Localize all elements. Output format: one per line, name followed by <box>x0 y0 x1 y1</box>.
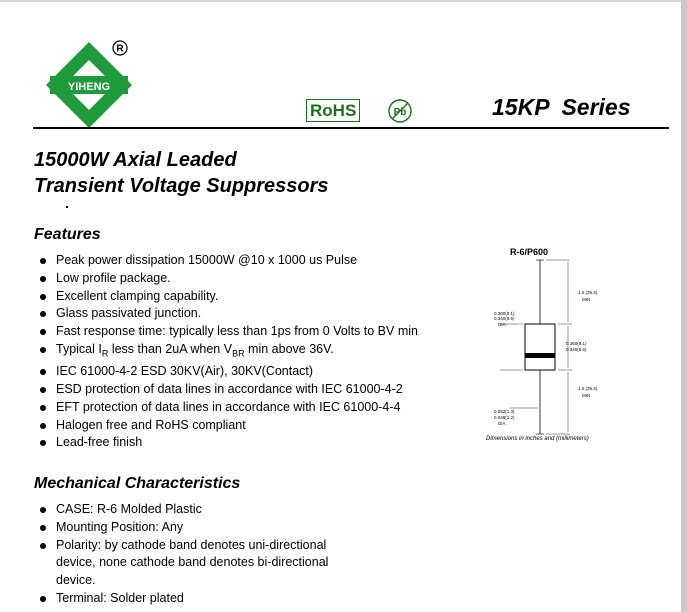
yiheng-logo: YIHENG <box>46 42 132 128</box>
subscript-r: R <box>101 348 109 359</box>
package-name: R-6/P600 <box>510 247 549 257</box>
feature-item: EFT protection of data lines in accordan… <box>40 399 418 417</box>
lead-diameter-1: 0.052(1.3) <box>494 409 515 414</box>
feature-item: Halogen free and RoHS compliant <box>40 417 418 435</box>
dimensions-caption: Dimensions in inches and (millimeters) <box>486 436 589 442</box>
mechanical-item: Polarity: by cathode band denotes uni-di… <box>40 537 328 555</box>
mechanical-heading: Mechanical Characteristics <box>34 475 241 492</box>
mechanical-item: Mounting Position: Any <box>40 519 328 537</box>
lead-length-top: 1.0 (25.4) <box>578 290 598 295</box>
body-length-2: 0.340(8.6) <box>566 347 587 352</box>
body-diameter-2: 0.340(8.6) <box>494 316 515 321</box>
pb-free-icon: Pb <box>388 99 412 123</box>
body-length-1: 0.360(9.1) <box>566 341 587 346</box>
feature-item: Lead-free finish <box>40 434 418 452</box>
feature-item: ESD protection of data lines in accordan… <box>40 381 418 399</box>
feature-text: min above 36V. <box>244 341 334 356</box>
lead-diameter-label: DIA. <box>498 421 507 426</box>
logo-text: YIHENG <box>68 81 110 93</box>
product-title-line-1: 15000W Axial Leaded <box>34 149 237 171</box>
page-right-edge <box>681 0 687 612</box>
subscript-br: BR <box>232 348 245 359</box>
registered-icon: R <box>112 40 128 56</box>
features-heading: Features <box>34 226 101 243</box>
lead-diameter-2: 0.048(1.2) <box>494 415 515 420</box>
feature-item: Glass passivated junction. <box>40 305 418 323</box>
lead-min-bottom: MIN. <box>582 393 592 398</box>
stray-dot <box>66 206 68 208</box>
feature-text: less than 2uA when V <box>108 341 233 356</box>
lead-length-bottom: 1.0 (25.4) <box>578 386 598 391</box>
feature-item: Peak power dissipation 15000W @10 x 1000… <box>40 252 418 270</box>
mechanical-item-continuation: device, none cathode band denotes bi-dir… <box>56 555 329 570</box>
feature-item: Fast response time: typically less than … <box>40 323 418 341</box>
mechanical-item-continuation: device. <box>56 573 96 588</box>
series-title: 15KP Series <box>492 94 631 120</box>
body-diameter-label: DIA. <box>498 322 507 327</box>
lead-min-top: MIN. <box>582 297 592 302</box>
mechanical-item: CASE: R-6 Molded Plastic <box>40 501 328 519</box>
mechanical-list: CASE: R-6 Molded Plastic Mounting Positi… <box>40 501 328 608</box>
feature-item: Excellent clamping capability. <box>40 288 418 306</box>
rohs-badge: RoHS <box>306 99 361 122</box>
features-list: Peak power dissipation 15000W @10 x 1000… <box>40 252 418 452</box>
mechanical-item: Terminal: Solder plated <box>40 590 328 608</box>
feature-item: Low profile package. <box>40 270 418 288</box>
package-outline-diagram: 1.0 (25.4) MIN. 0.360(9.1) 0.340(8.6) 1.… <box>494 259 598 435</box>
feature-item: Typical IR less than 2uA when VBR min ab… <box>40 341 418 363</box>
registered-mark: R <box>116 44 124 55</box>
product-title-line-2: Transient Voltage Suppressors <box>34 175 329 197</box>
feature-item: IEC 61000-4-2 ESD 30KV(Air), 30KV(Contac… <box>40 363 418 381</box>
feature-text: Typical I <box>56 341 102 356</box>
header-rule <box>33 127 669 129</box>
body-diameter-1: 0.360(9.1) <box>494 311 515 316</box>
page-top-border <box>0 0 681 2</box>
pb-text: Pb <box>394 107 407 118</box>
